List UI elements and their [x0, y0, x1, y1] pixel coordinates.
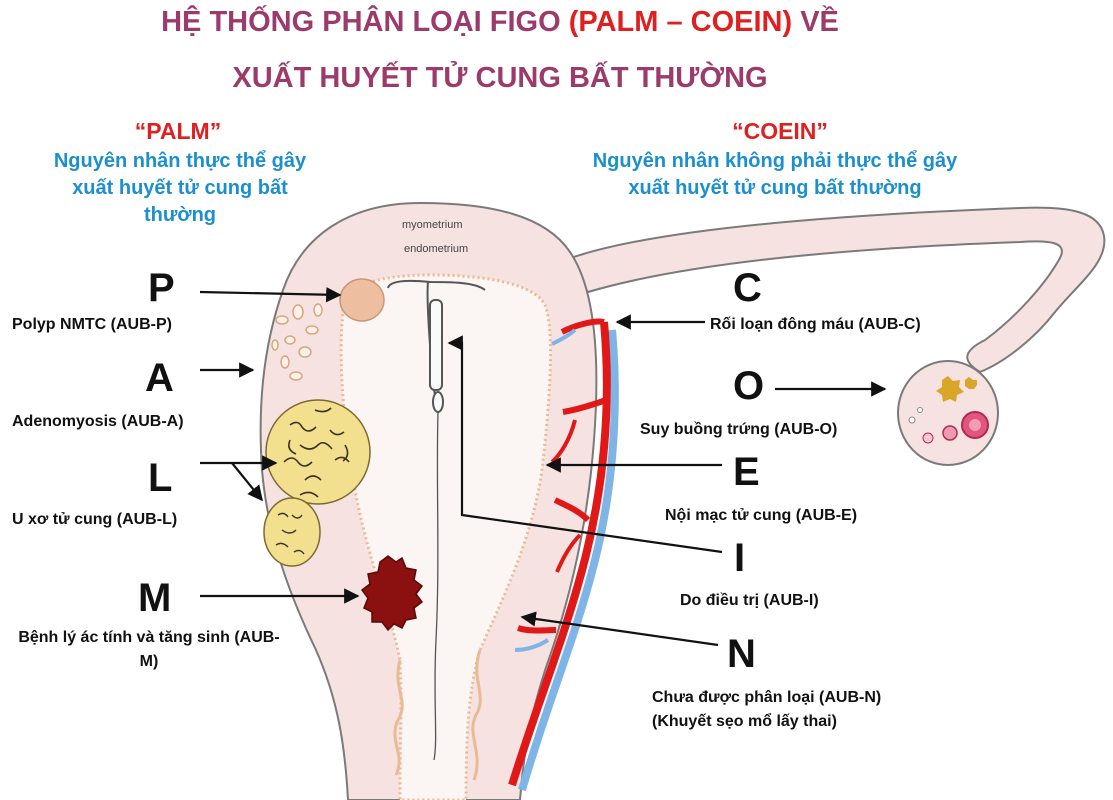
- palm-subtitle: Nguyên nhân thực thể gây xuất huyết tử c…: [53, 150, 307, 226]
- label-myometrium: myometrium: [402, 219, 463, 231]
- coein-letter-n: N: [727, 632, 756, 676]
- coein-letter-c: C: [733, 266, 762, 310]
- ovary: [897, 360, 999, 466]
- palm-label-polyp: Polyp NMTC (AUB-P): [12, 316, 172, 333]
- arrow-fibroid-small: [231, 462, 263, 502]
- palm-label-malignancy: Bệnh lý ác tính và tăng sinh (AUB-M): [18, 629, 280, 670]
- blood-vessels: [508, 318, 619, 792]
- coein-letter-e: E: [733, 450, 760, 494]
- iud-device: [387, 279, 486, 761]
- coein-label-not-classified-note: (Khuyết sẹo mổ lấy thai): [652, 713, 837, 730]
- cervical-canal-right: [471, 649, 482, 781]
- arrow-polyp: [199, 287, 342, 303]
- coein-label-endometrial: Nội mạc tử cung (AUB-E): [665, 507, 858, 524]
- page-title-line1: HỆ THỐNG PHÂN LOẠI FIGO (PALM – COEIN) V…: [161, 6, 839, 38]
- arrows: [199, 287, 887, 647]
- cervical-canal-left: [393, 659, 404, 776]
- fibroid-large: [265, 399, 371, 505]
- palm-letter-m: M: [138, 576, 172, 620]
- coein-label-ovulatory: Suy buồng trứng (AUB-O): [640, 421, 838, 438]
- page-title-line2: XUẤT HUYẾT TỬ CUNG BẤT THƯỜNG: [232, 62, 768, 94]
- arrow-iatrogenic: [447, 335, 723, 554]
- palm-label-adenomyosis: Adenomyosis (AUB-A): [12, 413, 184, 430]
- coein-label-not-classified: Chưa được phân loại (AUB-N): [652, 689, 882, 706]
- palm-label-fibroid: U xơ tử cung (AUB-L): [12, 511, 178, 528]
- coein-label-iatrogenic: Do điều trị (AUB-I): [680, 592, 819, 609]
- coein-letter-i: I: [734, 536, 746, 580]
- endometrial-polyp: [339, 278, 385, 322]
- fallopian-tube: [558, 206, 1106, 374]
- coein-subtitle: Nguyên nhân không phải thực thể gây xuất…: [592, 150, 958, 199]
- fibroid-small: [263, 497, 321, 567]
- coein-label-coagulopathy: Rối loạn đông máu (AUB-C): [710, 316, 921, 333]
- palm-letter-p: P: [148, 266, 175, 310]
- malignant-mass: [360, 555, 424, 632]
- palm-letter-l: L: [148, 456, 173, 500]
- adenomyosis-lesions: [271, 303, 323, 381]
- coein-title: “COEIN”: [732, 118, 828, 144]
- label-endometrium: endometrium: [404, 243, 468, 255]
- coein-letter-o: O: [733, 364, 765, 408]
- palm-letter-a: A: [145, 356, 174, 400]
- palm-title: “PALM”: [134, 118, 222, 144]
- arrow-not-classified: [520, 611, 719, 647]
